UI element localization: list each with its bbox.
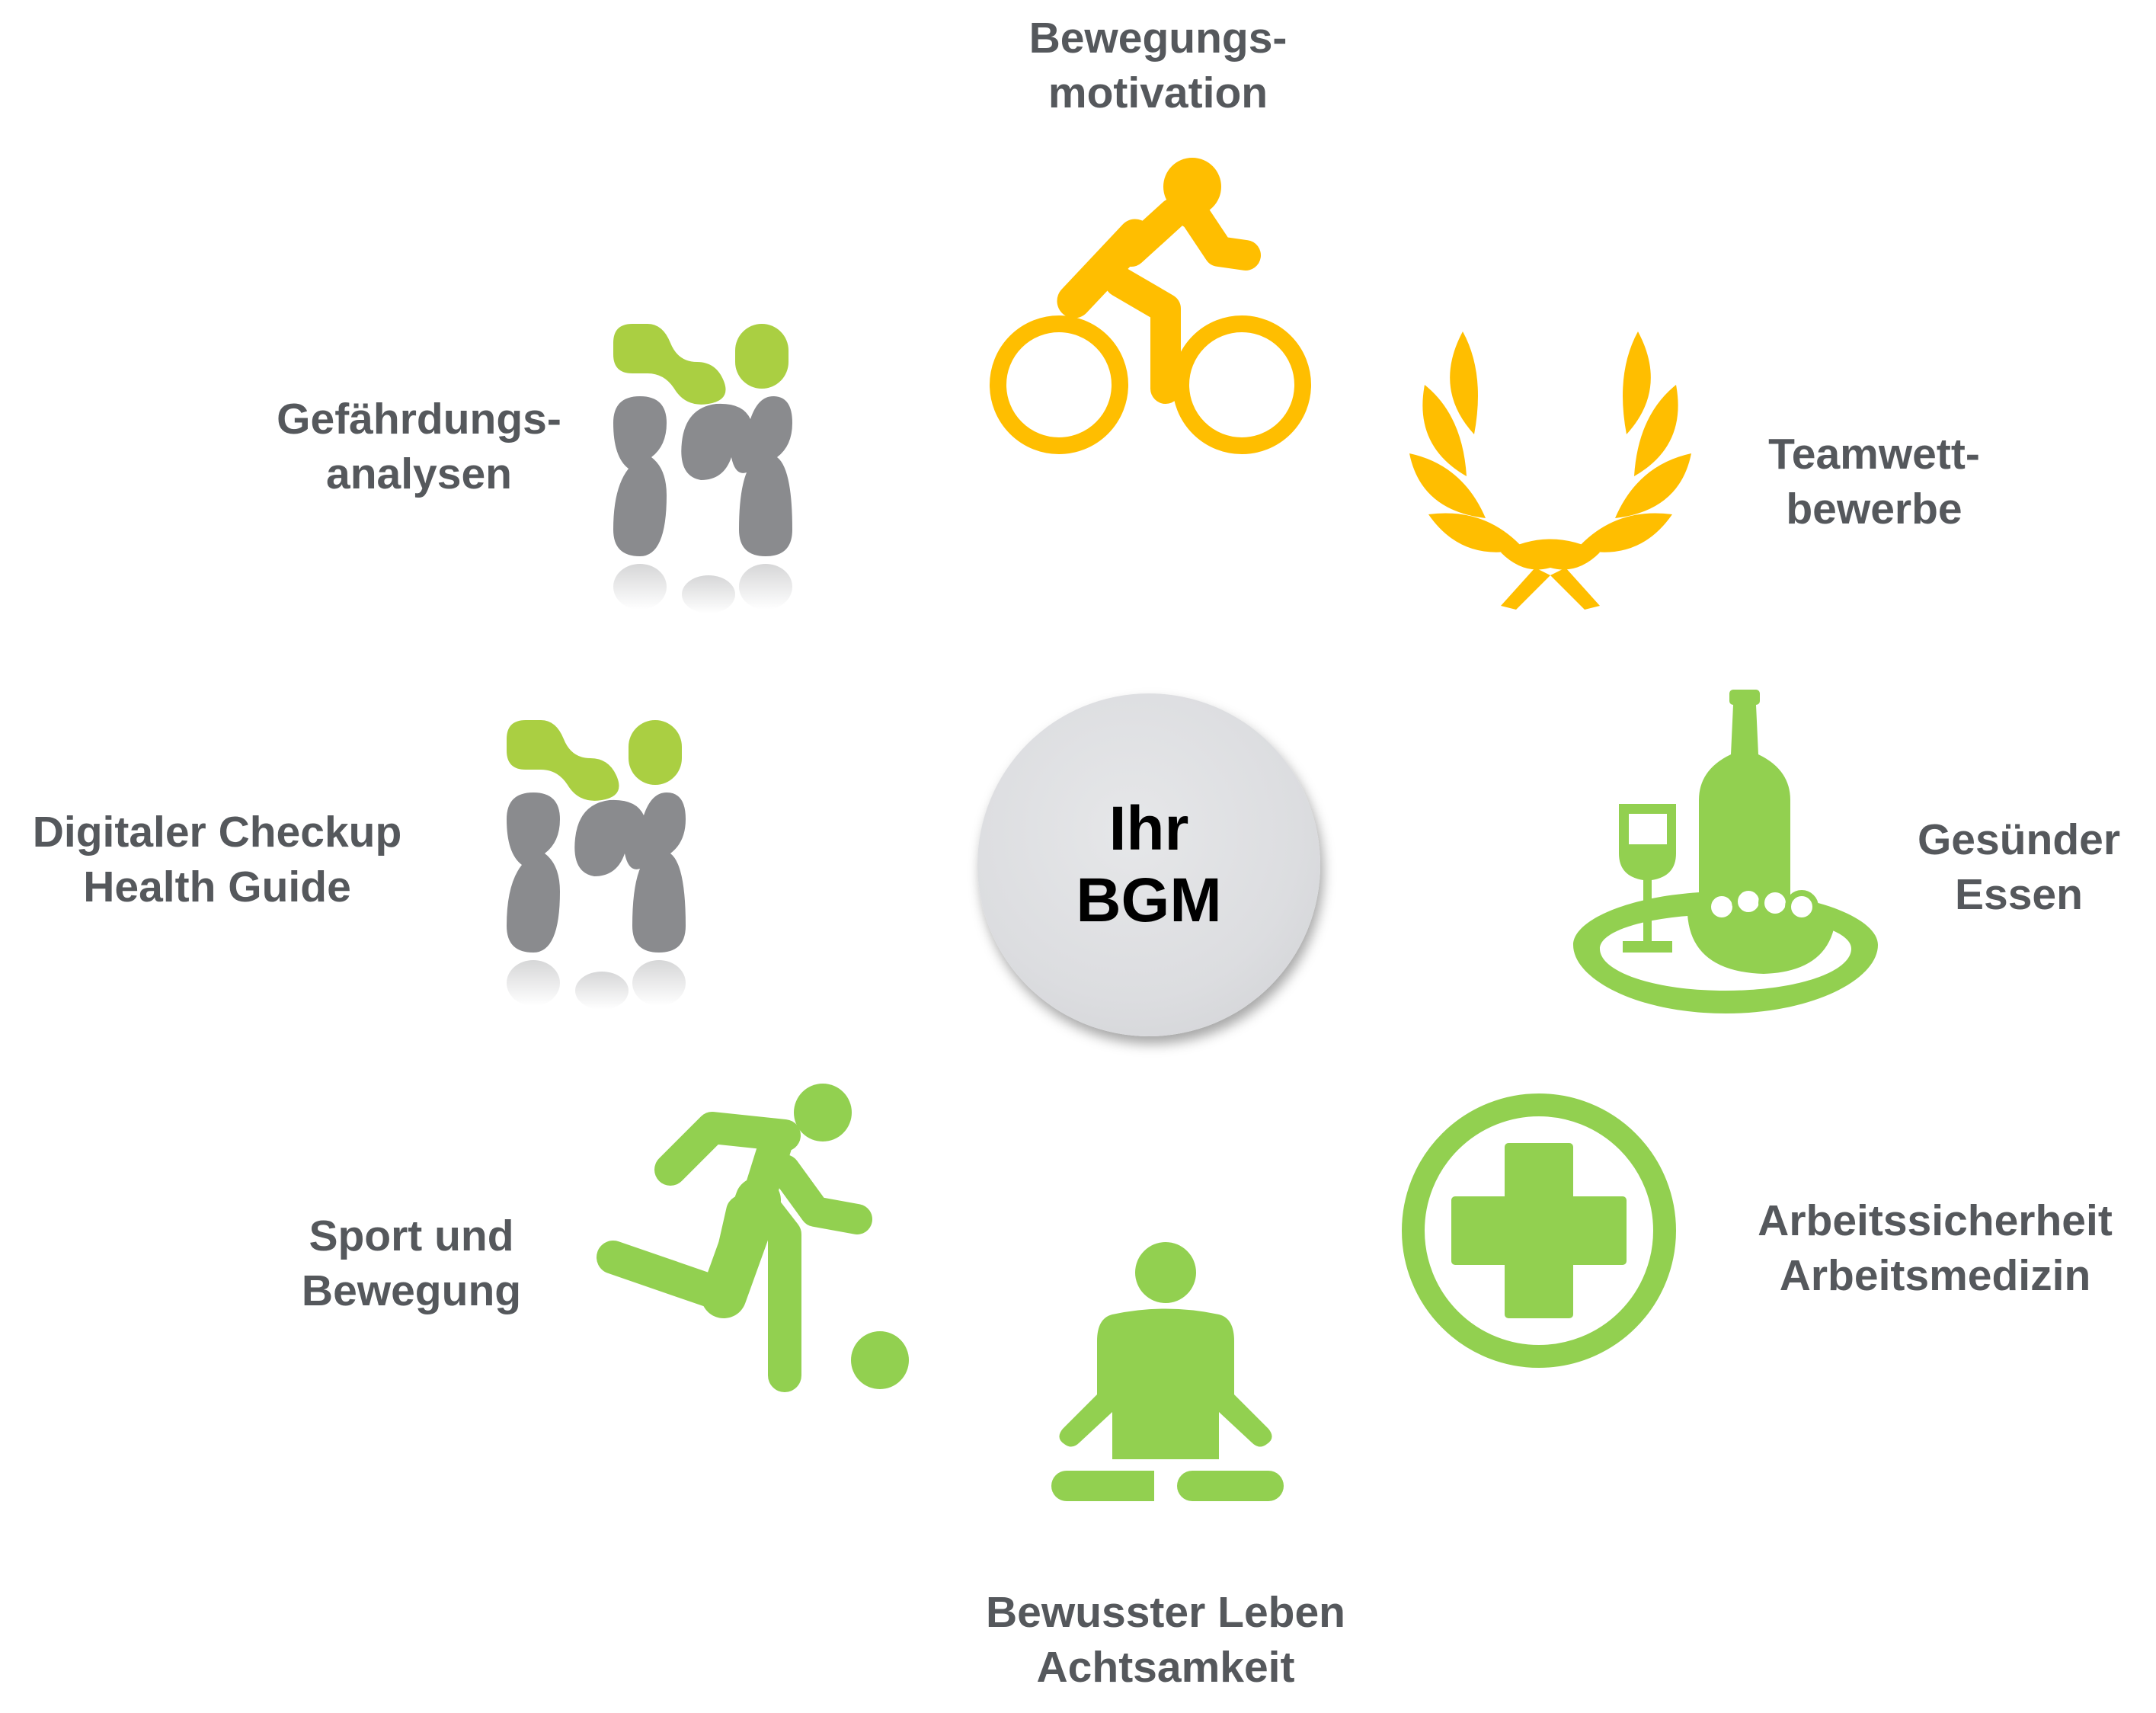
laurel-wreath-icon — [1409, 331, 1691, 610]
cyclist-icon — [990, 158, 1311, 454]
center-title-line1: Ihr — [1108, 794, 1189, 863]
food-tray-icon — [1573, 690, 1878, 1013]
meditation-icon — [1051, 1242, 1284, 1505]
center-circle: Ihr BGM — [977, 693, 1320, 1036]
health-guide-logo-icon — [613, 324, 792, 613]
center-title-line2: BGM — [1076, 866, 1222, 935]
medical-cross-icon — [1402, 1093, 1676, 1368]
label-teamwettbewerbe: Teamwett-bewerbe — [1768, 430, 1980, 533]
label-gefaehrdungsanalysen: Gefährdungs-analysen — [277, 395, 561, 498]
soccer-player-icon — [597, 1084, 909, 1392]
label-bewegungsmotivation: Bewegungs-motivation — [1028, 14, 1288, 117]
health-guide-logo-icon — [507, 720, 686, 1010]
